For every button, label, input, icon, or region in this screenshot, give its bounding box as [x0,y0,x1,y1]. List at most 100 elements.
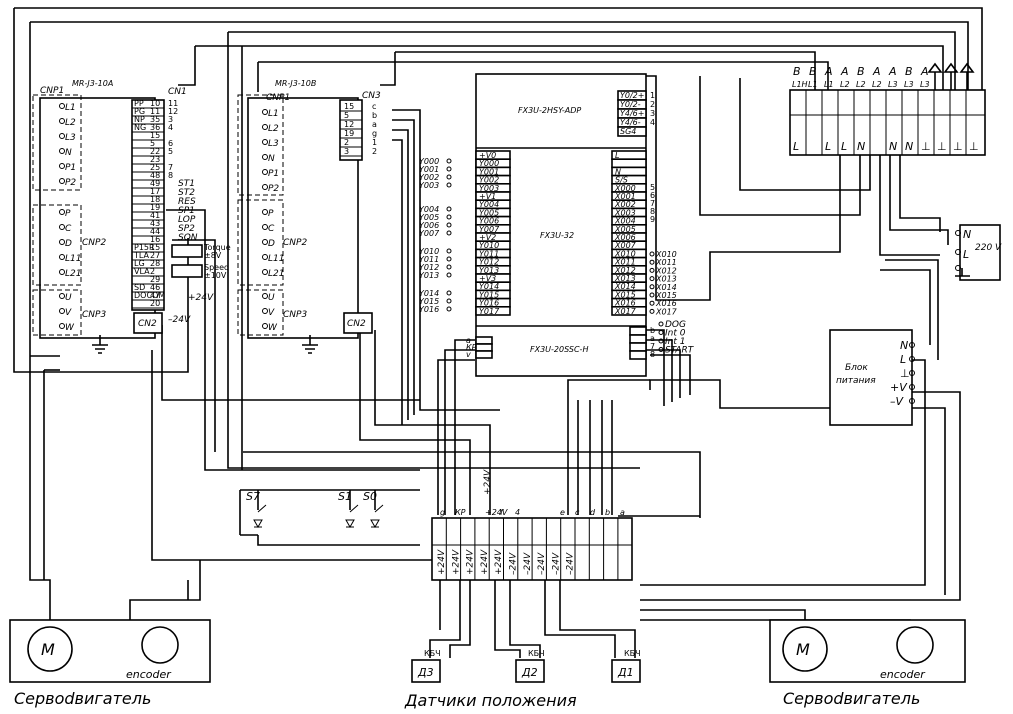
plc-left-pin: Y014 [479,282,499,291]
servo-b-pin-dot [262,323,268,329]
cn1-label: TLA [133,251,150,260]
plc-right-pin: X011 [614,258,636,267]
svg-text:8: 8 [650,207,655,216]
plc-right-pin: X002 [614,200,636,209]
cn1-pin-num: 22 [150,147,160,156]
term-letter: A [824,65,833,78]
adp-pin: SG4 [620,127,636,136]
servo-b-pin-V: V [268,308,275,318]
tb-top: b [605,508,610,517]
term-bottom: ⊥ [953,140,963,153]
adp-pin: Y0/2- [620,100,641,109]
plc-output-Y014: Y014 [419,289,439,298]
plc-right-pin: X003 [614,208,636,217]
term-letter: B [857,65,865,78]
plc-output-Y006: Y006 [419,221,439,230]
plc-output-Y004: Y004 [419,205,439,214]
servo-amplifier-a: MR-J3-10A CNP1 CNP2 CNP3 L1L2L3NP1P2PCDL… [32,79,231,354]
tb-top: 4 [515,508,520,517]
plc-input-X015: X015 [655,291,677,300]
plc-output-Y013: Y013 [419,271,439,280]
servo-b-pin-P1: P1 [268,169,279,179]
servo-b-pin-W: W [268,323,278,333]
torque-label: Torque [203,243,231,252]
servo-a-pin-dot [59,239,65,245]
sensors-caption: Датчики положения [404,691,577,710]
sensor-Д3: Д3 [417,666,434,679]
plc-input-X012: X012 [655,266,677,275]
term-sub: L3 [920,80,930,89]
plc-output-Y010: Y010 [419,247,439,256]
tb-cell: +24V [466,549,476,575]
cn1-pin-num: 41 [150,211,160,220]
plc-output-Y012: Y012 [419,263,439,272]
servo-a-model: MR-J3-10A [72,79,113,88]
servo-b-pin-P2: P2 [268,184,279,194]
cn1-pin-num: 44 [150,227,160,236]
servo-b-cnp2-label: CNP2 [283,238,307,248]
plc-left-pin: Y005 [479,208,499,217]
term-bottom: L [793,140,799,153]
plc-left-pin: Y006 [479,217,499,226]
cn1-signal-ST2: ST2 [178,188,195,198]
plc-input-X016: X016 [655,299,677,308]
term-sub: L2 [856,80,866,89]
cn1-right-num: 3 [168,115,173,124]
term-bottom: L [841,140,847,153]
power-supply: Блок питания NL⊥+V–V [829,329,915,426]
motor-right-m-circle [782,626,828,672]
servo-b-cnp3-label: CNP3 [283,310,307,320]
encoder-right-circle [896,626,934,664]
svg-text:6: 6 [650,191,655,200]
plc-output-Y005: Y005 [419,213,439,222]
term-letter: B [793,65,801,78]
term-sub: L3 [888,80,898,89]
servo-a-pin-dot [59,163,65,169]
servo-a-pin-dot [59,133,65,139]
cn3-right: 2 [372,147,377,156]
sensor-box [411,659,441,683]
cn1-pin-num: 20 [150,299,160,308]
servo-b-pin-L21: L21 [268,269,284,279]
plc: FX3U-2HSY-ADP FX3U-32 FX3U-20SSC-H Y0/2+… [419,73,695,377]
term-letter: A [840,65,849,78]
svg-text:±8V: ±8V [204,251,222,260]
servo-b-pin-dot [262,239,268,245]
plc-left-pin: Y004 [479,200,499,209]
cn1-pin-num: 27 [150,251,160,260]
ssc-signal: DOG [665,320,686,330]
cn3-pin: 12 [344,120,354,129]
plc-left-pin: Y015 [479,290,499,299]
svg-text:9: 9 [650,215,655,224]
cn1-signal-LOP: LOP [178,215,196,225]
servo-a-pin-W: W [65,323,75,333]
plc-right-pin: S/S [615,176,628,185]
mains-l: L [963,248,969,261]
sensor-tags: КБЧ [624,649,641,658]
plc-right-pin: X001 [614,192,636,201]
svg-text:КР: КР [466,343,477,352]
switch-S1: S1 [338,490,352,503]
servo-b-pin-C: C [268,224,275,234]
encoder-right-label: encoder [880,668,926,681]
cn1-signal-ST1: ST1 [178,179,195,189]
svg-text:3: 3 [650,109,655,118]
plc-left-pin: Y000 [479,159,499,168]
speed-label: Speed [204,263,229,272]
plc-right-pin: X016 [614,299,636,308]
servo-a-cn1-label: CN1 [168,87,187,97]
tb-top: d [590,508,596,517]
switch-S7: S7 [246,490,260,503]
cn1-right-num: 11 [168,99,178,108]
plc-left-pin: Y012 [479,258,499,267]
plc-ssc-label: FX3U-20SSC-H [530,345,588,354]
plc-left-pin: Y011 [479,249,499,258]
plc-left-pin: Y007 [479,225,500,234]
cn3-right: c [372,102,376,111]
servo-a-pin-dot [59,308,65,314]
